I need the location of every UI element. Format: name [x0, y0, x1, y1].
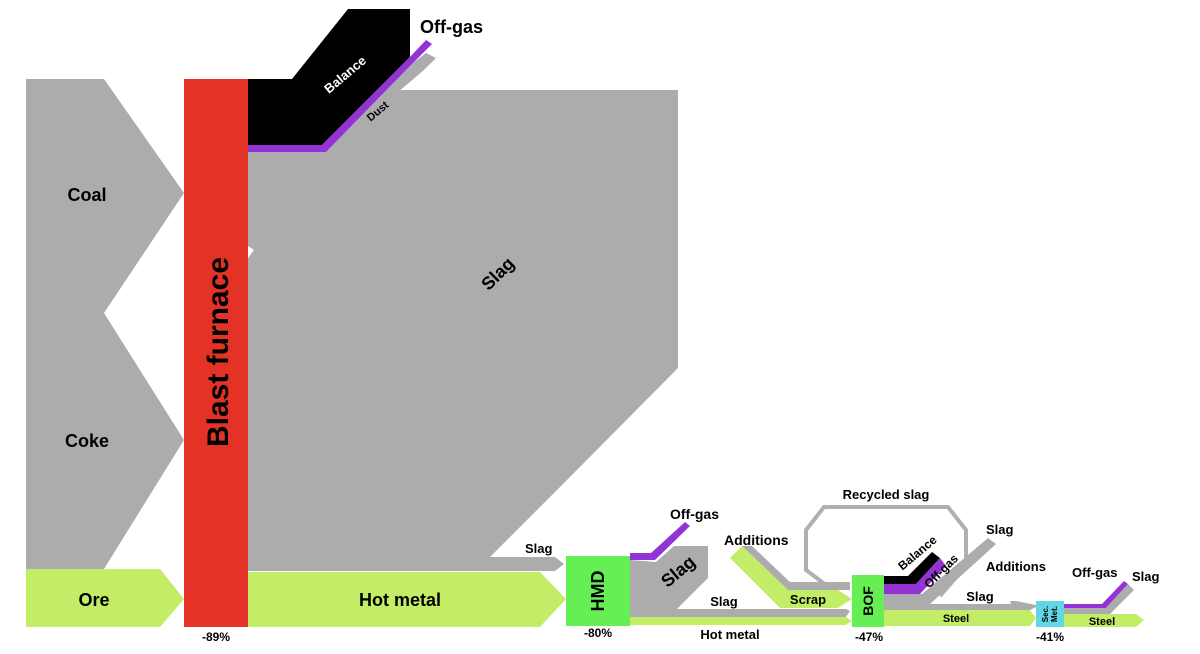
secmet-offgas-label: Off-gas [1072, 565, 1118, 580]
secmet-box [1036, 601, 1064, 627]
bf-offgas-label: Off-gas [420, 17, 483, 37]
secmet-steel-label: Steel [1089, 616, 1115, 628]
bf-dust-flow [326, 53, 436, 152]
bf-small-slag-label: Slag [525, 541, 553, 556]
bof-offgas-ribbon [884, 558, 946, 594]
secmet-additions-flow [1010, 601, 1036, 607]
coke-flow [26, 313, 184, 569]
bf-hot-metal-flow [248, 572, 566, 627]
bf-offgas-ribbon [248, 40, 432, 152]
bf-slag-notch [248, 246, 254, 258]
bof-balance-flow [884, 552, 940, 584]
bof-slag-up-label: Slag [986, 522, 1014, 537]
hmd-reduction: -80% [584, 626, 612, 640]
blast-furnace-label: Blast furnace [202, 257, 235, 447]
bf-small-slag-flow [248, 557, 564, 571]
hmd-box [566, 556, 630, 626]
secmet-reduction: -41% [1036, 630, 1064, 644]
hmd-label: HMD [588, 571, 608, 612]
coke-label: Coke [65, 431, 109, 451]
bof-slag-flow [884, 604, 1036, 610]
hmd-slag-block [630, 546, 708, 610]
bf-hot-metal-label: Hot metal [359, 590, 441, 610]
bof-additions-grey [742, 546, 850, 590]
bof-reduction: -47% [855, 630, 883, 644]
bof-scrap-label: Scrap [790, 592, 826, 607]
coal-flow [26, 79, 184, 313]
bof-additions-lime [730, 546, 852, 608]
secmet-steel-flow [1064, 614, 1144, 627]
coal-label: Coal [67, 185, 106, 205]
recycled-slag-label: Recycled slag [843, 487, 930, 502]
bof-steel-label: Steel [943, 613, 969, 625]
ore-label: Ore [78, 590, 109, 610]
bof-slag-up-flow [884, 538, 996, 604]
hmd-slag-flow-label: Slag [710, 594, 738, 609]
bof-steel-flow [884, 610, 1036, 626]
hmd-hot-metal-label: Hot metal [700, 627, 759, 642]
bof-box [852, 575, 884, 627]
secmet-label-line2: Met. [1050, 606, 1059, 622]
blast-furnace-reduction: -89% [202, 630, 230, 644]
ore-flow [26, 569, 184, 627]
bf-balance-flow [248, 9, 410, 145]
secmet-slag-label: Slag [1132, 569, 1160, 584]
bof-label: BOF [860, 586, 876, 616]
secmet-label-line1: Sec. [1041, 606, 1050, 622]
secmet-additions-label: Additions [986, 559, 1046, 574]
secmet-offgas-ribbon [1064, 581, 1128, 608]
secmet-slag-flow [1064, 584, 1134, 614]
hmd-offgas-ribbon [630, 522, 690, 560]
blast-furnace-bar [184, 79, 248, 627]
hmd-offgas-label: Off-gas [670, 506, 719, 522]
bf-slag-flow [248, 90, 678, 557]
hmd-slag-flow [630, 609, 850, 617]
hmd-hot-metal-flow [630, 617, 852, 625]
bof-slag-flow-label: Slag [966, 589, 994, 604]
bof-additions-label: Additions [724, 532, 789, 548]
